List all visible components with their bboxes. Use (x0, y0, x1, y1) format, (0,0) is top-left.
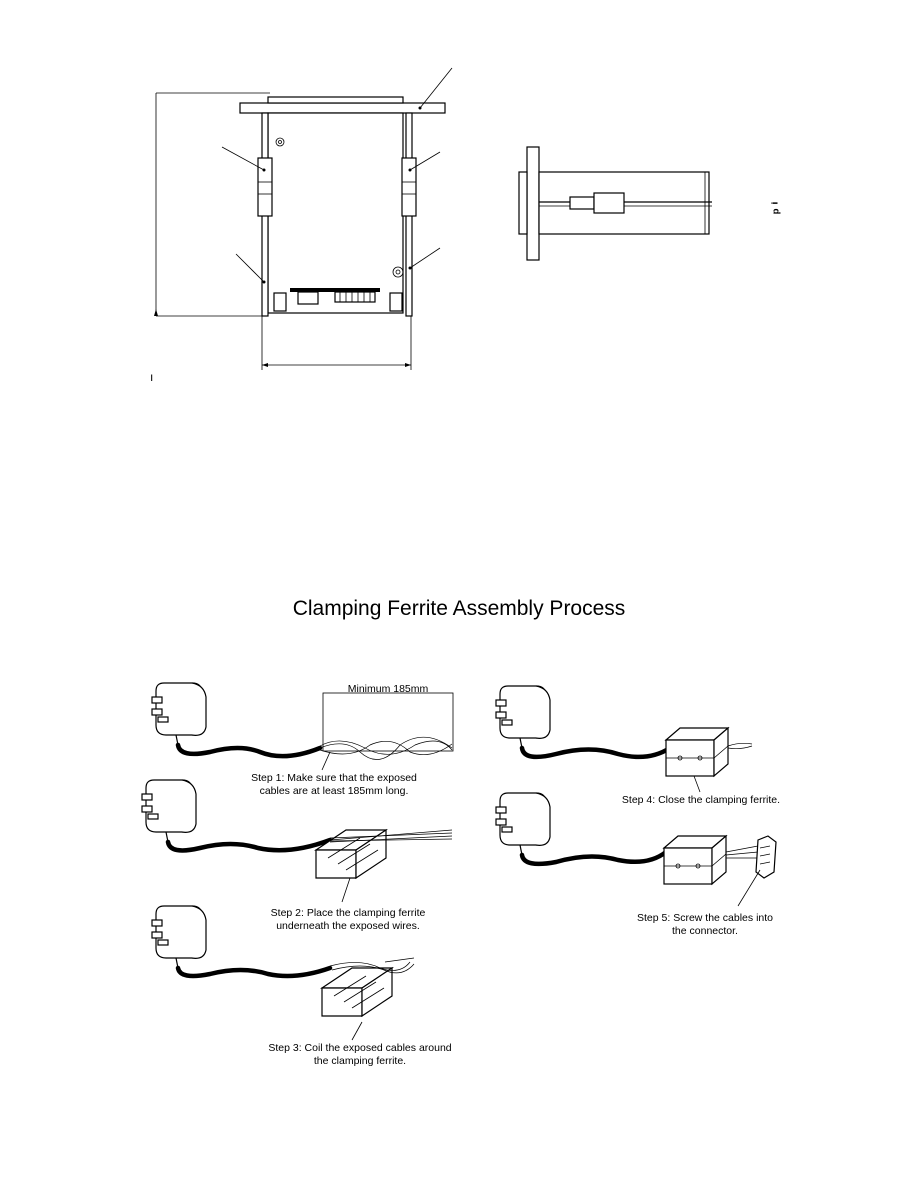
side-view-glyph: ᵖ ⁱ (769, 202, 785, 214)
step-3-line1: Step 3: Coil the exposed cables around (268, 1042, 451, 1054)
step-4-cable (519, 745, 673, 760)
step-1-cable (175, 742, 323, 759)
step-5-illustration: Step 5: Screw the cables into the connec… (495, 792, 777, 937)
step-3-ferrite (321, 967, 393, 1017)
leader-left-clip (221, 146, 265, 171)
leader-right-rail (409, 247, 441, 269)
step-3-line2: the clamping ferrite. (314, 1055, 406, 1067)
step-1-line1: Step 1: Make sure that the exposed (251, 772, 417, 784)
reader-board (267, 112, 404, 314)
step-4-illustration: Step 4: Close the clamping ferrite. (495, 685, 780, 806)
edge-connector (290, 288, 380, 292)
mechanical-side-view: ᵖ ⁱ (518, 146, 785, 261)
step-1-line2: cables are at least 185mm long. (260, 785, 409, 797)
side-bezel (526, 146, 540, 261)
step-2-line2: underneath the exposed wires. (276, 920, 420, 932)
step-5-line2: the connector. (672, 925, 738, 937)
step-2-illustration: Step 2: Place the clamping ferrite under… (141, 779, 453, 932)
minimum-length-box (322, 692, 454, 752)
front-bezel (239, 102, 446, 114)
section-title: Clamping Ferrite Assembly Process (293, 597, 626, 620)
step-4-line1: Step 4: Close the clamping ferrite. (622, 794, 780, 806)
step-5-ferrite (663, 835, 727, 885)
leader-right-clip (409, 151, 441, 171)
step-3-cable (175, 965, 333, 979)
step-5-cable (519, 849, 669, 867)
step-3-illustration: Step 3: Coil the exposed cables around t… (151, 905, 452, 1067)
step-2-cable (165, 837, 333, 853)
dimension-label: Minimum 185mm (348, 683, 429, 695)
step-4-ferrite (665, 727, 729, 777)
leader-left-rail (235, 253, 265, 283)
mechanical-front-view: ı (150, 67, 453, 384)
step-5-connector (755, 835, 777, 879)
leader-bezel (419, 67, 453, 109)
corner-glyph: ı (150, 370, 153, 384)
step-1-illustration: Minimum 185mm Step 1: Make sure that the… (151, 682, 454, 797)
step-5-line1: Step 5: Screw the cables into (637, 912, 773, 924)
step-2-line1: Step 2: Place the clamping ferrite (271, 907, 426, 919)
